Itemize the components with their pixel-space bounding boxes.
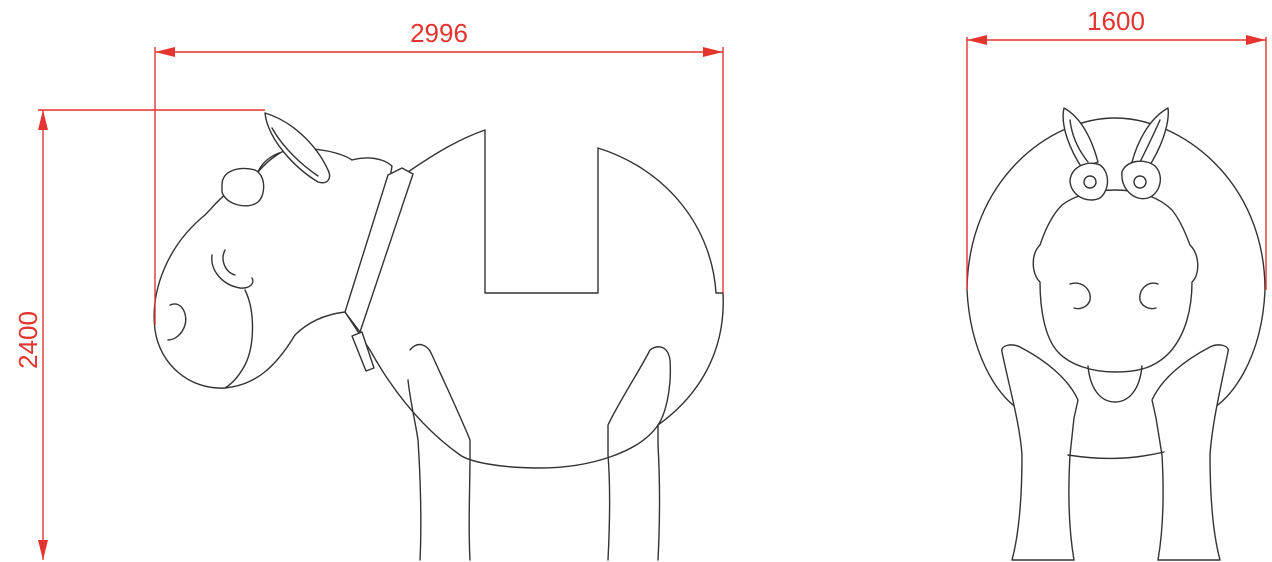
side-horn bbox=[221, 167, 265, 207]
side-collar-tag bbox=[351, 331, 375, 372]
side-nostril bbox=[167, 303, 187, 341]
dimension-height: 2400 bbox=[13, 109, 265, 560]
front-ear-right-inner bbox=[1139, 119, 1161, 163]
side-body bbox=[153, 129, 724, 469]
front-horn-left-hole bbox=[1083, 175, 1097, 189]
side-collar bbox=[344, 167, 414, 333]
front-leg-right bbox=[1151, 344, 1229, 561]
front-head bbox=[1032, 189, 1199, 373]
side-front-leg bbox=[407, 343, 471, 561]
front-view bbox=[966, 107, 1266, 561]
side-cheek bbox=[224, 289, 254, 389]
dimension-front-width: 1600 bbox=[966, 6, 1267, 290]
front-eye-left bbox=[1069, 282, 1091, 310]
front-leg-left bbox=[1001, 344, 1079, 561]
front-chin bbox=[1087, 365, 1143, 403]
side-ear bbox=[264, 112, 331, 184]
side-ear-inner bbox=[271, 127, 319, 177]
front-ear-left-inner bbox=[1069, 119, 1089, 163]
dimension-height-label: 2400 bbox=[13, 311, 43, 369]
side-head-top bbox=[257, 147, 393, 179]
front-belly bbox=[1067, 451, 1165, 460]
dimension-side-width: 2996 bbox=[154, 18, 724, 325]
side-eye bbox=[211, 254, 254, 289]
front-horn-left bbox=[1069, 162, 1109, 201]
side-back-leg bbox=[607, 346, 672, 561]
front-body bbox=[966, 117, 1266, 411]
dimension-side-width-label: 2996 bbox=[410, 18, 468, 48]
front-horn-right-hole bbox=[1133, 175, 1147, 189]
front-horn-right bbox=[1121, 160, 1162, 200]
side-view bbox=[153, 112, 724, 561]
front-ear-left bbox=[1062, 107, 1099, 169]
front-ear-right bbox=[1131, 107, 1169, 169]
dimension-front-width-label: 1600 bbox=[1087, 6, 1145, 36]
side-eye-lid bbox=[222, 249, 236, 276]
side-horn-base bbox=[257, 151, 283, 173]
front-eye-right bbox=[1139, 282, 1159, 310]
